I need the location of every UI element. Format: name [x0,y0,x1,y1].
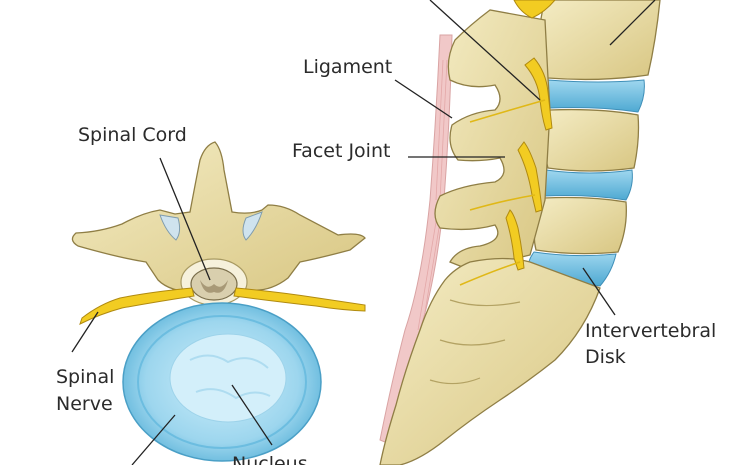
nucleus-texture [189,354,271,400]
leader-annulus [131,414,176,465]
label-intervertebral-line2: Disk [585,346,626,368]
sacrum [379,257,601,465]
label-ligament: Ligament [303,56,393,78]
label-intervertebral-line1: Intervertebral [585,320,717,342]
label-nucleus: Nucleus [232,453,308,465]
label-spinal-nerve-line2: Nerve [56,393,113,415]
vertebra-cross-section [71,141,366,462]
vertebral-body-3 [533,196,627,255]
vertebral-body-top [538,0,661,81]
leader-lines [71,0,656,465]
intervertebral-disk-1 [545,79,645,113]
leader-ligament [394,79,453,119]
cross-section-facet-left [159,214,181,241]
top-nerve [513,0,556,19]
nerve-root-2 [517,141,543,213]
disk-nucleus [169,333,287,423]
spinal-cord-gray-matter [200,280,228,293]
nerve-root-3 [505,209,525,271]
label-spinal-cord: Spinal Cord [78,124,187,146]
cross-section-facet-right [242,211,263,241]
lateral-spine [379,0,661,465]
label-spinal-nerve-line1: Spinal [56,366,115,388]
spinal-nerve-left [79,287,195,325]
posterior-elements [434,9,551,271]
nerve-root-1 [524,57,553,131]
label-facet-joint: Facet Joint [292,140,391,162]
leader-nucleus [231,384,273,446]
ligament-fibers [417,59,448,331]
intervertebral-disk-2 [541,169,633,201]
vertebral-body-2 [543,108,640,172]
spinal-nerve-right [233,287,366,312]
leader-top-left [429,0,541,101]
sacrum-contours [429,299,521,385]
leader-intervertebral-disk [582,267,616,316]
disk-annulus-ring [137,315,307,449]
leader-top-right [609,0,656,46]
leader-spinal-cord [159,157,211,281]
nerve-branches [459,99,546,286]
leader-spinal-nerve [71,311,99,353]
